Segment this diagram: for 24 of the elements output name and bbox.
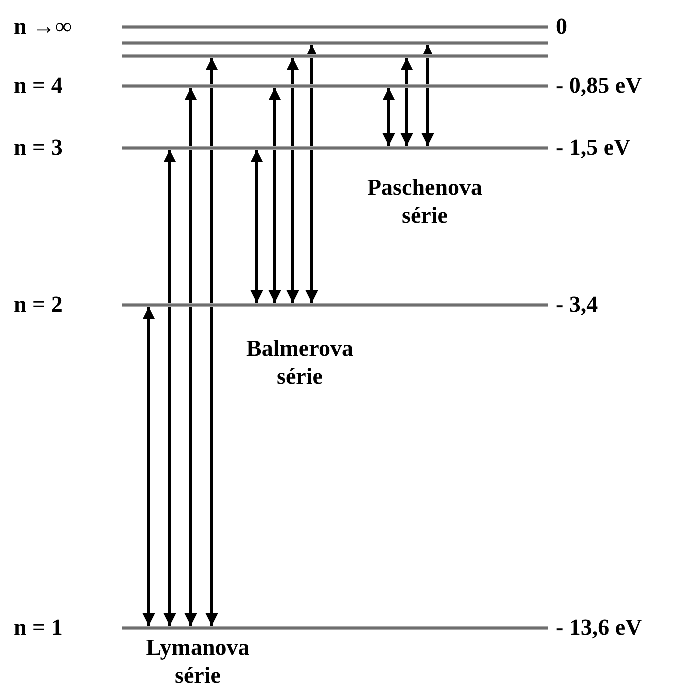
double-arrow (164, 150, 176, 626)
quantum-number-label: n = 4 (14, 74, 63, 97)
double-arrow (382, 88, 396, 146)
double-arrow (184, 88, 198, 626)
quantum-number-label: n →∞ (14, 15, 72, 38)
energy-value-label: 0 (556, 15, 568, 38)
energy-value-label: - 3,4 (556, 293, 598, 316)
energy-value-label: - 0,85 eV (556, 74, 642, 97)
series-label: Balmerova série (246, 335, 354, 391)
series-label: Paschenova série (366, 174, 484, 230)
double-arrow (250, 150, 264, 303)
energy-value-label: - 1,5 eV (556, 136, 631, 159)
double-arrow (422, 45, 434, 146)
series-label: Lymanova série (145, 634, 251, 690)
double-arrow (142, 307, 156, 626)
quantum-number-label: n = 2 (14, 293, 63, 316)
energy-value-label: - 13,6 eV (556, 616, 642, 639)
quantum-number-label: n = 3 (14, 136, 63, 159)
double-arrow (286, 58, 300, 303)
double-arrow (306, 45, 318, 303)
double-arrow (268, 88, 282, 303)
double-arrow (400, 58, 414, 146)
quantum-number-label: n = 1 (14, 616, 63, 639)
double-arrow (206, 58, 218, 626)
